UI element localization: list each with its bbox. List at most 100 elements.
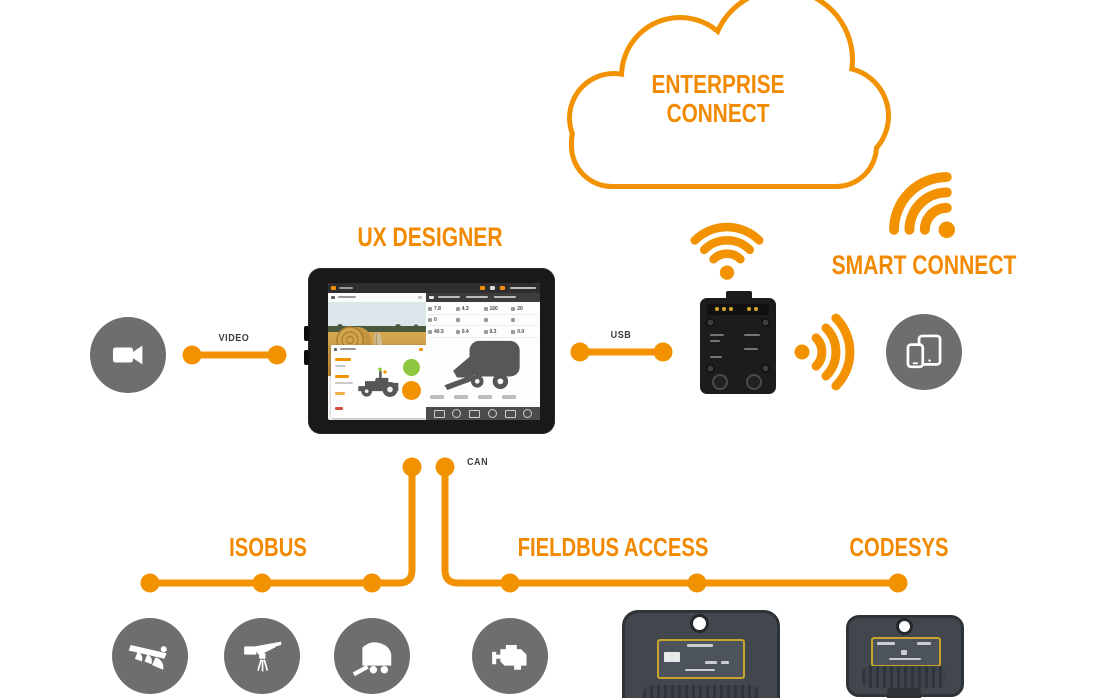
gold-pin: [729, 307, 733, 311]
enterprise-line1: ENTERPRISE: [651, 69, 785, 99]
isobus-label: ISOBUS: [229, 532, 307, 562]
mini-icon: [455, 330, 460, 335]
grid-cell: 0.0: [511, 327, 538, 338]
mobile-devices-node: [886, 314, 962, 390]
decor-dash: [335, 365, 346, 367]
screw: [706, 318, 715, 327]
video-caption: VIDEO: [218, 333, 250, 344]
round-baler-node: [334, 618, 410, 694]
fieldbus-gateway-small: [846, 615, 964, 698]
grid-value: 40.5: [434, 329, 444, 336]
grid-cell: 4.3: [455, 304, 483, 315]
topbar-badge: [500, 286, 505, 290]
toolbar-icon: [487, 409, 497, 418]
module-text: [710, 356, 722, 358]
mini-icon: [511, 330, 516, 335]
screw: [706, 364, 715, 373]
decor-dash: [338, 296, 356, 298]
grid-value: 0.0: [517, 329, 525, 336]
grid-cell: 0.4: [455, 327, 483, 338]
label-text: [917, 642, 931, 645]
toolbar-icon: [523, 409, 533, 418]
grid-cell: 40.5: [428, 327, 455, 338]
video-camera-icon: [113, 345, 143, 365]
grid-value: 7.8: [434, 305, 441, 312]
wifi-diagonal-icon: [889, 172, 956, 239]
decor-dash: [454, 395, 468, 399]
can-isobus-line: [146, 463, 416, 587]
wifi-up-icon: [690, 222, 764, 280]
mini-icon: [483, 318, 488, 323]
label-logo: [664, 652, 680, 662]
screen-stat-row: [430, 393, 536, 401]
grid-cell: 0: [428, 316, 455, 327]
label-text: [901, 650, 907, 655]
topbar-badge: [480, 286, 485, 290]
module-text: [710, 340, 720, 342]
round-connector: [746, 374, 762, 390]
orange-status-circle: [402, 381, 421, 400]
round-baler-icon: [352, 642, 392, 677]
device-label-plate: [871, 637, 941, 667]
grid-value: 0.4: [461, 329, 469, 336]
label-text: [877, 642, 895, 645]
grid-value: 0: [434, 317, 437, 324]
mini-icon: [483, 306, 488, 311]
label-text: [705, 661, 717, 664]
mini-icon: [511, 318, 516, 323]
grid-cell: 7.8: [428, 304, 455, 315]
grid-cell: [455, 316, 483, 327]
mini-icon: [455, 306, 460, 311]
sprayer-node: [224, 618, 300, 694]
grid-cell: [511, 316, 538, 327]
mini-icon: [428, 318, 432, 323]
module-text: [710, 334, 724, 336]
usb-caption: USB: [610, 330, 632, 341]
codesys-label: CODESYS: [849, 532, 949, 562]
tablet-screen: 7.8 4.3 160 20 0 40.5 0.4 9.3 0.0: [328, 283, 540, 420]
smartphone-tablet-icon: [906, 334, 942, 369]
decor-dash: [331, 296, 335, 299]
bottom-connector: [887, 688, 921, 698]
mini-icon: [483, 330, 488, 335]
connectivity-module: [700, 291, 776, 394]
screen-machine-panel-header: [426, 293, 540, 302]
green-status-circle: [403, 359, 420, 376]
screen-tractor-card: [331, 345, 426, 418]
module-top-tab: [726, 291, 752, 300]
progress-bar: [335, 358, 351, 361]
toolbar-icon: [452, 409, 462, 418]
ux-designer-tablet: 7.8 4.3 160 20 0 40.5 0.4 9.3 0.0: [304, 268, 555, 434]
screw: [761, 318, 770, 327]
round-connector: [712, 374, 728, 390]
gold-pin: [754, 307, 758, 311]
fieldbus-gateway-large: [622, 610, 780, 698]
decor-dash: [334, 348, 337, 351]
grid-value: 160: [489, 305, 498, 312]
engine-icon: [492, 645, 527, 670]
gold-pin: [715, 307, 719, 311]
mini-icon: [428, 330, 432, 335]
progress-bar: [335, 375, 349, 378]
grid-cell: 160: [483, 304, 511, 315]
decor-dash: [502, 395, 516, 399]
device-label-plate: [657, 639, 745, 679]
screw: [761, 364, 770, 373]
screen-topbar: [328, 283, 540, 293]
grid-cell: 9.3: [483, 327, 511, 338]
screen-machine-panel: 7.8 4.3 160 20 0 40.5 0.4 9.3 0.0: [426, 293, 540, 420]
mounting-hole: [899, 621, 910, 632]
engine-node: [472, 618, 548, 694]
decor-dash: [429, 296, 434, 299]
enterprise-line2: CONNECT: [666, 97, 770, 128]
decor-dash: [430, 395, 444, 399]
decor-dash: [478, 395, 492, 399]
enterprise-connect-label: ENTERPRISE CONNECT: [652, 70, 785, 127]
smart-connect-label: SMART CONNECT: [831, 250, 1017, 280]
grid-cell: 20: [511, 304, 538, 315]
grid-cell: [483, 316, 511, 327]
module-text: [744, 348, 758, 350]
plough-node: [112, 618, 188, 694]
